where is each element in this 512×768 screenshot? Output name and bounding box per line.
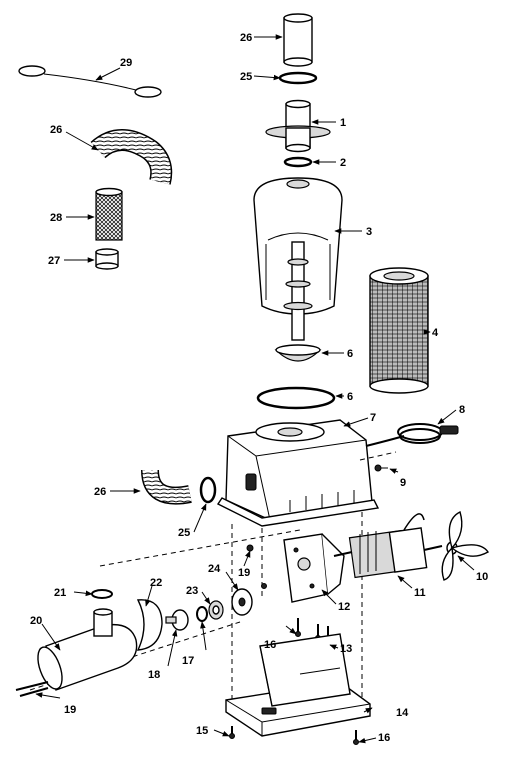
seal-part bbox=[208, 600, 224, 620]
callout-29: 29 bbox=[120, 57, 132, 69]
filter-cartridge-part bbox=[369, 267, 429, 394]
washer-part bbox=[196, 606, 208, 622]
adapter-part bbox=[265, 99, 331, 153]
callout-20: 20 bbox=[30, 615, 42, 627]
volute-part bbox=[136, 599, 163, 651]
callout-16-mid: 16 bbox=[264, 639, 276, 651]
pump-body-part bbox=[37, 608, 138, 691]
filter-housing-dome-part bbox=[253, 177, 343, 341]
o-ring-21-part bbox=[91, 589, 113, 599]
impeller-cup-part bbox=[274, 344, 322, 362]
callout-17: 17 bbox=[182, 655, 194, 667]
callout-15: 15 bbox=[196, 725, 208, 737]
hose-clamp-top-part bbox=[278, 71, 318, 85]
callout-16-bottom: 16 bbox=[378, 732, 390, 744]
callout-4: 4 bbox=[432, 327, 439, 339]
callout-25-side: 25 bbox=[178, 527, 190, 539]
base-part bbox=[225, 633, 371, 737]
callout-3: 3 bbox=[366, 226, 372, 238]
callout-22: 22 bbox=[150, 577, 162, 589]
seal-plate-part bbox=[231, 588, 253, 616]
callout-10: 10 bbox=[476, 571, 488, 583]
fan-blade-part bbox=[441, 511, 490, 581]
callout-25-top: 25 bbox=[240, 71, 252, 83]
callout-13: 13 bbox=[340, 643, 352, 655]
callout-14: 14 bbox=[396, 707, 409, 719]
callout-19-bottom: 19 bbox=[64, 704, 76, 716]
hose-clamp-side-part bbox=[199, 476, 217, 504]
o-ring-part bbox=[283, 156, 313, 168]
callout-26-top: 26 bbox=[240, 32, 252, 44]
callout-26-coil: 26 bbox=[50, 124, 62, 136]
hose-coiled-part bbox=[90, 129, 173, 185]
screen-part bbox=[95, 187, 123, 241]
motor-bracket-part bbox=[283, 533, 345, 603]
callout-23: 23 bbox=[186, 585, 198, 597]
callout-19-mid: 19 bbox=[238, 567, 250, 579]
callout-6-cup: 6 bbox=[347, 348, 353, 360]
callout-labels: 26 25 1 2 3 4 6 6 7 8 9 10 11 12 13 14 1… bbox=[30, 32, 488, 744]
callout-28: 28 bbox=[50, 212, 62, 224]
callout-7: 7 bbox=[370, 412, 376, 424]
callout-2: 2 bbox=[340, 157, 346, 169]
pump-housing-part bbox=[216, 419, 380, 527]
power-cord-part bbox=[365, 423, 459, 447]
motor-part bbox=[333, 513, 443, 579]
cap-part bbox=[95, 248, 119, 270]
callout-9: 9 bbox=[400, 477, 406, 489]
gasket-ring-part bbox=[256, 386, 336, 410]
hose-side-part bbox=[141, 469, 192, 505]
callout-26-side: 26 bbox=[94, 486, 106, 498]
callout-8: 8 bbox=[459, 404, 465, 416]
strap-part bbox=[18, 65, 162, 98]
screw-9-part bbox=[374, 464, 388, 472]
callout-11: 11 bbox=[414, 587, 426, 599]
callout-1: 1 bbox=[340, 117, 346, 129]
impeller-part bbox=[165, 609, 189, 631]
callout-24: 24 bbox=[208, 563, 221, 575]
callout-18: 18 bbox=[148, 669, 160, 681]
callout-6-gasket: 6 bbox=[347, 391, 353, 403]
callout-12: 12 bbox=[338, 601, 350, 613]
hose-top-part bbox=[283, 13, 313, 67]
callout-21: 21 bbox=[54, 587, 66, 599]
callout-27: 27 bbox=[48, 255, 60, 267]
leader-lines bbox=[35, 34, 475, 744]
